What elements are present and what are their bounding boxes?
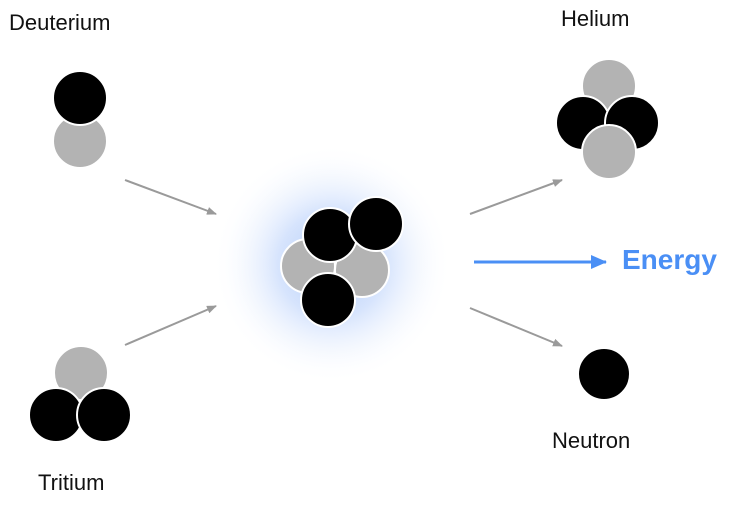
arrow-tritium-in: [124, 305, 217, 346]
helium-nucleus: [555, 58, 660, 180]
deuterium-proton: [52, 70, 108, 126]
label-deuterium: Deuterium: [9, 10, 111, 35]
label-energy: Energy: [622, 244, 717, 275]
arrow-helium-out: [469, 179, 563, 215]
arrow-neutron-out: [469, 307, 563, 347]
fused-proton-top-right: [348, 196, 404, 252]
tritium-proton-right: [76, 387, 132, 443]
tritium-proton-left: [28, 387, 84, 443]
label-helium: Helium: [561, 6, 630, 31]
fused-proton-top-left: [302, 207, 358, 263]
free-neutron: [577, 347, 631, 401]
fused-nucleus: [280, 196, 404, 328]
label-tritium: Tritium: [38, 470, 105, 495]
label-neutron: Neutron: [552, 428, 631, 453]
helium-neutron-bottom: [581, 124, 637, 180]
tritium-nucleus: [28, 345, 132, 443]
fused-proton-bottom: [300, 272, 356, 328]
deuterium-nucleus: [52, 70, 108, 169]
arrow-deuterium-in: [124, 179, 217, 215]
